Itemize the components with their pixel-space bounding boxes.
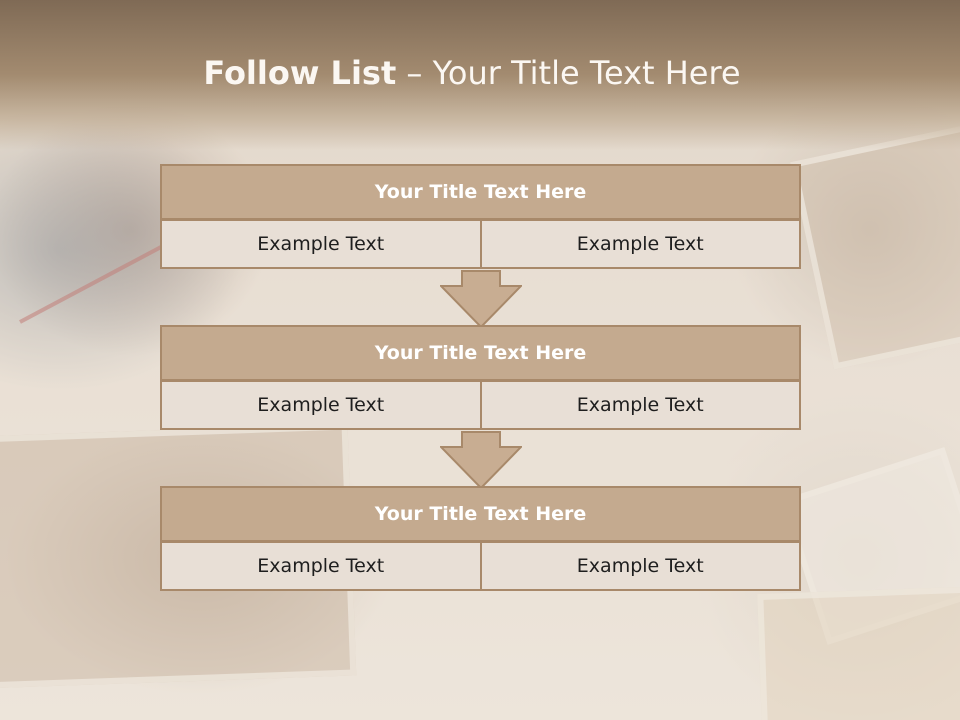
block-row: Example Text Example Text <box>160 380 801 430</box>
block-row: Example Text Example Text <box>160 541 801 591</box>
block-cell-left[interactable]: Example Text <box>160 541 482 591</box>
block-cell-left[interactable]: Example Text <box>160 380 482 430</box>
block-cell-left[interactable]: Example Text <box>160 219 482 269</box>
list-block-1[interactable]: Your Title Text Here Example Text Exampl… <box>160 164 801 269</box>
slide-title-rest: – Your Title Text Here <box>396 54 741 92</box>
block-title[interactable]: Your Title Text Here <box>160 486 801 542</box>
block-cell-right[interactable]: Example Text <box>481 541 801 591</box>
block-row: Example Text Example Text <box>160 219 801 269</box>
slide-title[interactable]: Follow List – Your Title Text Here <box>0 54 944 92</box>
block-cell-right[interactable]: Example Text <box>481 380 801 430</box>
down-arrow-icon[interactable] <box>440 431 522 489</box>
block-cell-right[interactable]: Example Text <box>481 219 801 269</box>
block-title[interactable]: Your Title Text Here <box>160 325 801 381</box>
title-bar <box>0 0 960 150</box>
list-block-2[interactable]: Your Title Text Here Example Text Exampl… <box>160 325 801 430</box>
down-arrow-icon[interactable] <box>440 270 522 328</box>
list-block-3[interactable]: Your Title Text Here Example Text Exampl… <box>160 486 801 591</box>
slide-title-bold: Follow List <box>203 54 397 92</box>
block-title[interactable]: Your Title Text Here <box>160 164 801 220</box>
